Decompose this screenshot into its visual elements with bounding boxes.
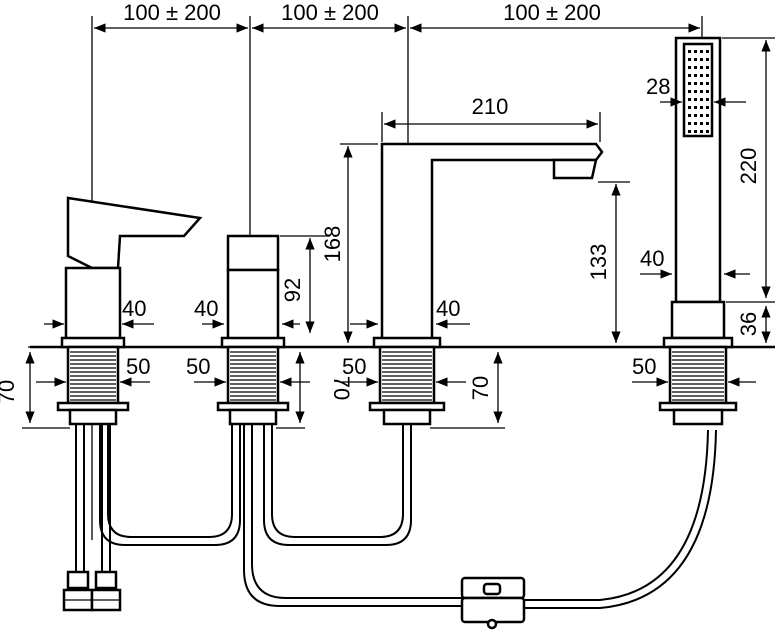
nozzle-dot [700, 106, 703, 109]
dim-mixer-diameter: 40 [122, 296, 146, 321]
dim-spacing-1: 100 ± 200 [123, 0, 221, 25]
dim-spout-length: 210 [472, 94, 509, 119]
dim-holder-hole: 50 [632, 354, 656, 379]
dim-spout-deck: 70 [468, 376, 493, 400]
nozzle-dot [700, 122, 703, 125]
dim-spout-diameter: 40 [436, 296, 460, 321]
hose-connectors [62, 570, 122, 612]
nozzle-dot [700, 58, 703, 61]
dim-spout-outlet-height: 133 [586, 244, 611, 281]
nozzle-grid [688, 50, 709, 133]
nozzle-dot [688, 74, 691, 77]
spout: 210 168 133 40 50 70 [320, 94, 630, 429]
nozzle-dot [694, 122, 697, 125]
dim-spacing-3: 100 ± 200 [503, 0, 601, 25]
nozzle-dot [706, 106, 709, 109]
nozzle-dot [706, 74, 709, 77]
nozzle-dot [706, 90, 709, 93]
nozzle-dot [706, 114, 709, 117]
nozzle-dot [688, 90, 691, 93]
nozzle-dot [694, 58, 697, 61]
threaded-shanks [70, 351, 724, 401]
nozzle-dot [688, 50, 691, 53]
nozzle-dot [688, 58, 691, 61]
dim-valve-hole: 50 [186, 354, 210, 379]
nozzle-dot [688, 106, 691, 109]
nozzle-dot [688, 82, 691, 85]
nozzle-dot [700, 74, 703, 77]
nozzle-dot [694, 90, 697, 93]
nozzle-dot [694, 82, 697, 85]
dim-valve-deck: 70 [329, 376, 354, 400]
dim-spout-hole: 50 [342, 354, 366, 379]
nozzle-dot [706, 58, 709, 61]
dim-holder-diameter: 40 [640, 246, 664, 271]
nozzle-dot [688, 130, 691, 133]
dim-holder-height: 36 [736, 312, 761, 336]
nozzle-dot [706, 82, 709, 85]
nozzle-dot [700, 50, 703, 53]
nozzle-dot [688, 114, 691, 117]
hand-shower: 220 36 28 40 50 [632, 36, 775, 426]
nozzle-dot [706, 122, 709, 125]
dim-handshower-width: 28 [646, 74, 670, 99]
nozzle-dot [688, 66, 691, 69]
dim-valve-height: 92 [280, 278, 305, 302]
nozzle-dot [700, 114, 703, 117]
dim-mixer-hole: 50 [126, 354, 150, 379]
nozzle-dot [706, 66, 709, 69]
dim-spacing-2: 100 ± 200 [281, 0, 379, 25]
nozzle-dot [706, 50, 709, 53]
dim-handshower-height: 220 [736, 148, 761, 185]
nozzle-dot [700, 90, 703, 93]
nozzle-dot [706, 130, 709, 133]
nozzle-dot [694, 66, 697, 69]
dim-mixer-deck: 70 [0, 380, 19, 404]
nozzle-dot [688, 98, 691, 101]
nozzle-dot [700, 98, 703, 101]
nozzle-dot [688, 122, 691, 125]
nozzle-dot [694, 130, 697, 133]
nozzle-dot [700, 66, 703, 69]
nozzle-dot [700, 130, 703, 133]
nozzle-dot [694, 106, 697, 109]
dim-spout-height: 168 [320, 226, 345, 263]
nozzle-dot [700, 82, 703, 85]
nozzle-dot [694, 98, 697, 101]
top-spacing-dimensions: 100 ± 200 100 ± 200 100 ± 200 [91, 0, 703, 540]
valve: 92 40 50 70 [186, 234, 354, 429]
nozzle-dot [694, 74, 697, 77]
diverter-block [460, 576, 526, 630]
hoses [75, 424, 717, 609]
nozzle-dot [706, 98, 709, 101]
lever-mixer: 70 40 50 [0, 196, 203, 429]
nozzle-dot [694, 50, 697, 53]
nozzle-dot [694, 114, 697, 117]
dim-valve-diameter: 40 [194, 296, 218, 321]
